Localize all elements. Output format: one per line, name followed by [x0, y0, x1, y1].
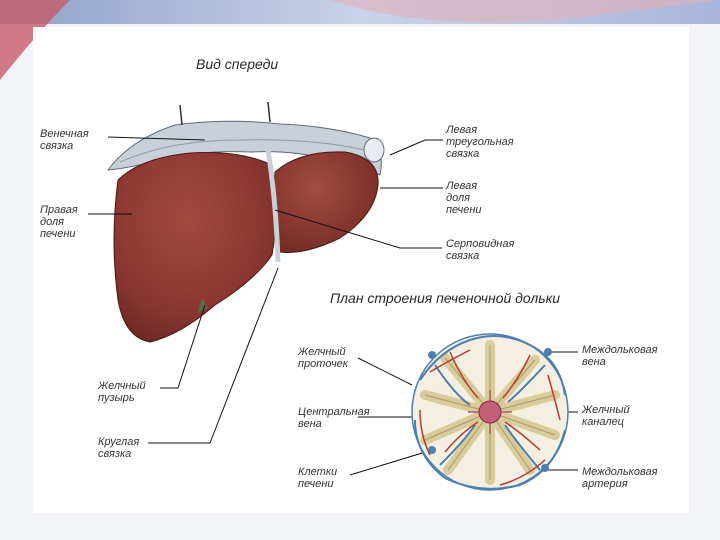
corner-accent-left	[0, 0, 70, 80]
label-left-lobe: Левая доля печени	[446, 180, 482, 216]
lobule-diagram	[411, 333, 569, 491]
central-vein-shape	[478, 400, 502, 424]
label-bile-ductule: Желчный проточек	[298, 346, 348, 370]
label-bile-canaliculus: Желчный каналец	[582, 404, 630, 428]
label-interlobular-vein: Междольковая вена	[582, 344, 658, 368]
right-lobe-shape	[113, 152, 277, 343]
ligament-cut-ends	[179, 101, 271, 126]
title-lobule-plan: План строения печеночной дольки	[330, 290, 561, 306]
arterial-network	[419, 349, 561, 486]
label-central-vein: Центральная вена	[298, 406, 370, 430]
title-front-view: Вид спереди	[196, 56, 279, 72]
leader-lines	[88, 136, 578, 476]
venous-network	[414, 335, 566, 490]
left-lobe-shape	[273, 151, 379, 253]
label-right-lobe: Правая доля печени	[40, 204, 78, 240]
label-round-ligament: Круглая связка	[98, 436, 140, 460]
gallbladder-tip	[198, 298, 208, 312]
interlobular-vein-nodes	[428, 348, 552, 472]
label-interlobular-artery: Междольковая артерия	[582, 466, 658, 490]
label-coronary-ligament: Венечная связка	[40, 128, 89, 152]
label-gallbladder: Желчный пузырь	[98, 380, 146, 404]
triangular-ligament-shape	[363, 137, 385, 163]
ligament-fold-line	[119, 139, 366, 163]
falciform-ligament-shape	[265, 149, 281, 263]
top-wave-accent	[330, 0, 720, 23]
central-vein-rays	[468, 390, 512, 434]
label-liver-cells: Клетки печени	[298, 466, 338, 490]
label-falciform-ligament: Серповидная связка	[446, 238, 515, 262]
label-left-triangular-ligament: Левая треугольная связка	[446, 124, 514, 160]
